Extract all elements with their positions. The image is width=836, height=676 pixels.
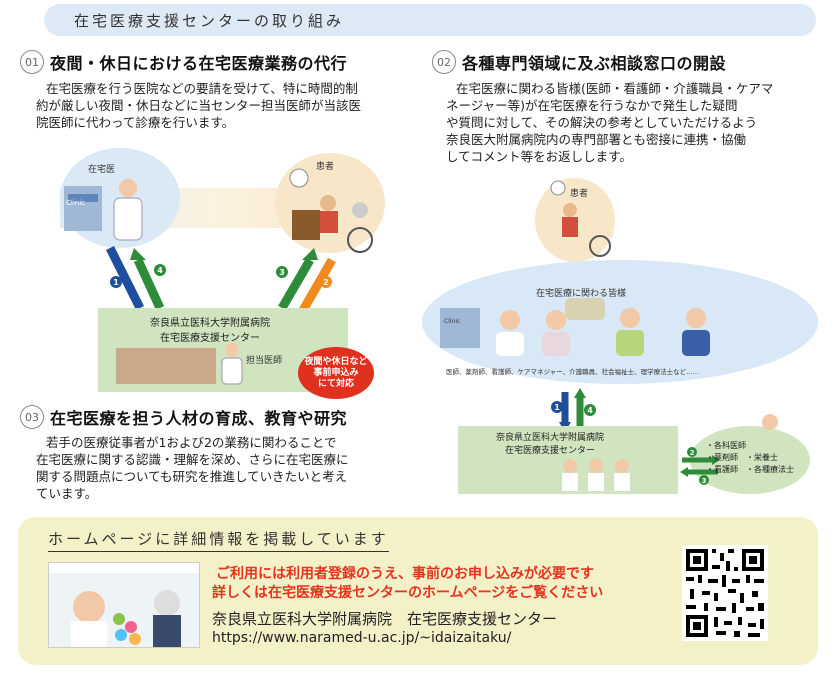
section3-title: 在宅医療を担う人材の育成、教育や研究 <box>50 409 348 428</box>
section2-diagram: 1 4 2 3 <box>422 178 818 494</box>
section2-body: 在宅医療に関わる皆様(医師・看護師・介護職員・ケアマ ネージャー等)が在宅医療を… <box>446 81 774 164</box>
svg-text:4: 4 <box>587 406 593 415</box>
qr-code-icon[interactable] <box>682 545 768 641</box>
section1-title: 夜間・休日における在宅医療業務の代行 <box>50 54 348 73</box>
homepage-title: ホームページに詳細情報を掲載しています <box>48 528 389 552</box>
group-label: 在宅医療に関わる皆様 <box>536 289 627 299</box>
homepage-thumbnail[interactable] <box>48 562 200 648</box>
homepage-url[interactable]: https://www.naramed-u.ac.jp/~idaizaitaku… <box>212 630 512 646</box>
patient-label-2: 患者 <box>570 189 589 199</box>
clinic-building-icon-2 <box>440 308 480 348</box>
clinic-label: 在宅医 <box>88 165 116 175</box>
section3-body: 若手の医療従事者が1および2の業務に関わることで 在宅医療に関する認識・理解を深… <box>36 435 349 501</box>
clinic-building-icon <box>64 186 102 231</box>
page-title: 在宅医療支援センターの取り組み <box>74 12 345 30</box>
section3-number: 03 <box>20 405 44 429</box>
notice-line-1: ご利用には利用者登録のうえ、事前のお申し込みが必要です <box>216 566 594 582</box>
svg-text:1: 1 <box>113 278 119 287</box>
svg-text:4: 4 <box>157 266 163 275</box>
group-sub: 医師、薬剤師、看護師、ケアマネジャー、介護職員、社会福祉士、理学療法士など…… <box>446 368 700 376</box>
doctor-icon <box>119 179 137 197</box>
hospital-building-icon <box>116 348 216 384</box>
section2-title: 各種専門領域に及ぶ相談窓口の開設 <box>462 54 727 73</box>
arrow-1 <box>105 245 145 311</box>
car-icon <box>565 298 605 320</box>
arrow-2 <box>298 257 336 315</box>
specialist-list: ・各科医師 ・薬剤師 ・栄養士 ・看護師 ・各種療法士 <box>706 441 794 474</box>
manager-icon <box>686 308 706 328</box>
section1-body: 在宅医療を行う医院などの要請を受けて、特に時間的制 約が厳しい夜間・休日などに当… <box>36 81 362 130</box>
section1-diagram: 1 4 3 2 <box>60 148 385 392</box>
doctor-label: 担当医師 <box>246 356 283 366</box>
svg-text:3: 3 <box>702 477 707 485</box>
svg-text:2: 2 <box>690 449 695 457</box>
center-name-1: 奈良県立医科大学附属病院 在宅医療支援センター <box>150 318 270 344</box>
clock-icon <box>289 168 309 188</box>
night-holiday-badge: 夜間や休日など 事前申込み にて対応 <box>298 347 374 399</box>
nurse-icon <box>546 310 566 330</box>
section1-number: 01 <box>20 50 44 74</box>
svg-text:2: 2 <box>323 278 329 287</box>
arrow-4 <box>133 258 165 310</box>
center-doctor-icon <box>225 343 239 357</box>
clinic-sign: Clinic <box>66 199 86 207</box>
svg-text:1: 1 <box>554 403 560 412</box>
org-name: 奈良県立医科大学附属病院 在宅医療支援センター <box>212 610 558 628</box>
patient-icon <box>320 195 336 211</box>
header-bar <box>44 4 816 36</box>
clock-icon-2 <box>550 180 566 196</box>
patient-label: 患者 <box>316 162 335 172</box>
wheelchair-icon-2 <box>589 235 611 257</box>
patient-icon-2 <box>563 203 577 217</box>
specialist-doctor-icon <box>762 414 778 430</box>
wheelchair-icon <box>347 227 373 253</box>
svg-text:3: 3 <box>279 268 285 277</box>
arrow-3 <box>278 257 314 311</box>
elderly-icon <box>352 202 368 218</box>
doctor-icon-2 <box>500 310 520 330</box>
cabinet-icon <box>292 210 320 240</box>
caregiver-icon <box>620 308 640 328</box>
section2-number: 02 <box>432 50 456 74</box>
specialist-ellipse <box>690 426 810 494</box>
clinic-sign-2: Clinic <box>444 318 461 325</box>
center-name-2: 奈良県立医科大学附属病院 在宅医療支援センター <box>495 433 604 456</box>
notice-line-2: 詳しくは在宅医療支援センターのホームページをご覧ください <box>212 585 604 601</box>
